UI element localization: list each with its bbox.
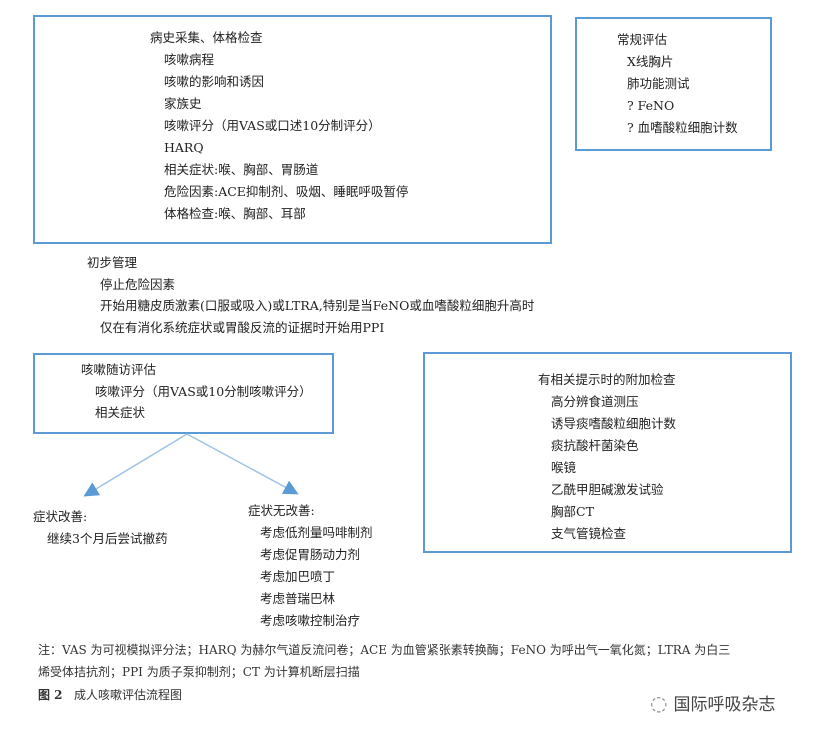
history-item: 危险因素:ACE抑制剂、吸烟、睡眠呼吸暂停 — [164, 184, 409, 199]
caption-label: 图 2 — [38, 688, 63, 702]
improved-title: 症状改善: — [33, 509, 88, 524]
history-item: HARQ — [164, 140, 204, 155]
not-improved-title: 症状无改善: — [248, 503, 315, 518]
not-improved-item: 考虑普瑞巴林 — [260, 591, 336, 606]
followup-item: 咳嗽评分（用VAS或10分制咳嗽评分） — [95, 383, 312, 399]
initial-title: 初步管理 — [87, 255, 138, 270]
history-box — [33, 15, 552, 244]
additional-box — [423, 352, 792, 553]
followup-item: 相关症状 — [95, 405, 146, 420]
additional-item: 痰抗酸杆菌染色 — [551, 438, 639, 453]
history-item: 体格检查:喉、胸部、耳部 — [164, 206, 306, 221]
routine-box — [575, 17, 772, 151]
additional-item: 支气管镜检查 — [551, 526, 627, 541]
initial-item: 停止危险因素 — [100, 276, 176, 292]
history-item: 咳嗽病程 — [164, 52, 215, 67]
routine-item: ? 血嗜酸粒细胞计数 — [627, 120, 738, 135]
additional-item: 高分辨食道测压 — [551, 394, 639, 409]
followup-box — [33, 353, 334, 434]
additional-item: 胸部CT — [551, 504, 594, 519]
initial-item: 仅在有消化系统症状或胃酸反流的证据时开始用PPI — [100, 319, 385, 335]
additional-item: 喉镜 — [551, 460, 577, 475]
followup-title: 咳嗽随访评估 — [81, 362, 157, 377]
not-improved-item: 考虑促胃肠动力剂 — [260, 547, 361, 562]
watermark: ◌ 国际呼吸杂志 — [650, 690, 776, 716]
additional-title: 有相关提示时的附加检查 — [538, 372, 676, 387]
note-line-1: 注：VAS 为可视模拟评分法；HARQ 为赫尔气道反流问卷；ACE 为血管紧张素… — [38, 643, 731, 657]
not-improved-item: 考虑加巴喷丁 — [260, 569, 336, 584]
history-item: 相关症状:喉、胸部、胃肠道 — [164, 162, 319, 177]
arrow-not-improved — [186, 433, 299, 495]
additional-item: 诱导痰嗜酸粒细胞计数 — [551, 416, 677, 431]
caption-text: 成人咳嗽评估流程图 — [73, 688, 182, 702]
additional-item: 乙酰甲胆碱激发试验 — [551, 482, 664, 497]
figure-caption: 图 2 成人咳嗽评估流程图 — [38, 686, 182, 703]
improved-item: 继续3个月后尝试撤药 — [47, 531, 168, 546]
routine-item: X线胸片 — [627, 54, 674, 69]
history-item: 咳嗽的影响和诱因 — [164, 74, 265, 89]
not-improved-item: 考虑咳嗽控制治疗 — [260, 613, 361, 628]
history-item: 咳嗽评分（用VAS或口述10分制评分） — [164, 118, 381, 133]
routine-title: 常规评估 — [617, 32, 668, 47]
not-improved-item: 考虑低剂量吗啡制剂 — [260, 525, 373, 540]
routine-item: 肺功能测试 — [627, 76, 690, 91]
history-item: 家族史 — [164, 96, 202, 111]
arrow-improved — [83, 433, 188, 497]
history-title: 病史采集、体格检查 — [150, 30, 263, 45]
watermark-text: 国际呼吸杂志 — [673, 695, 776, 715]
routine-item: ? FeNO — [627, 98, 675, 113]
wechat-icon: ◌ — [650, 690, 668, 715]
initial-item: 开始用糖皮质激素(口服或吸入)或LTRA,特别是当FeNO或血嗜酸粒细胞升高时 — [100, 298, 535, 313]
note-line-2: 烯受体拮抗剂；PPI 为质子泵抑制剂；CT 为计算机断层扫描 — [38, 665, 360, 679]
